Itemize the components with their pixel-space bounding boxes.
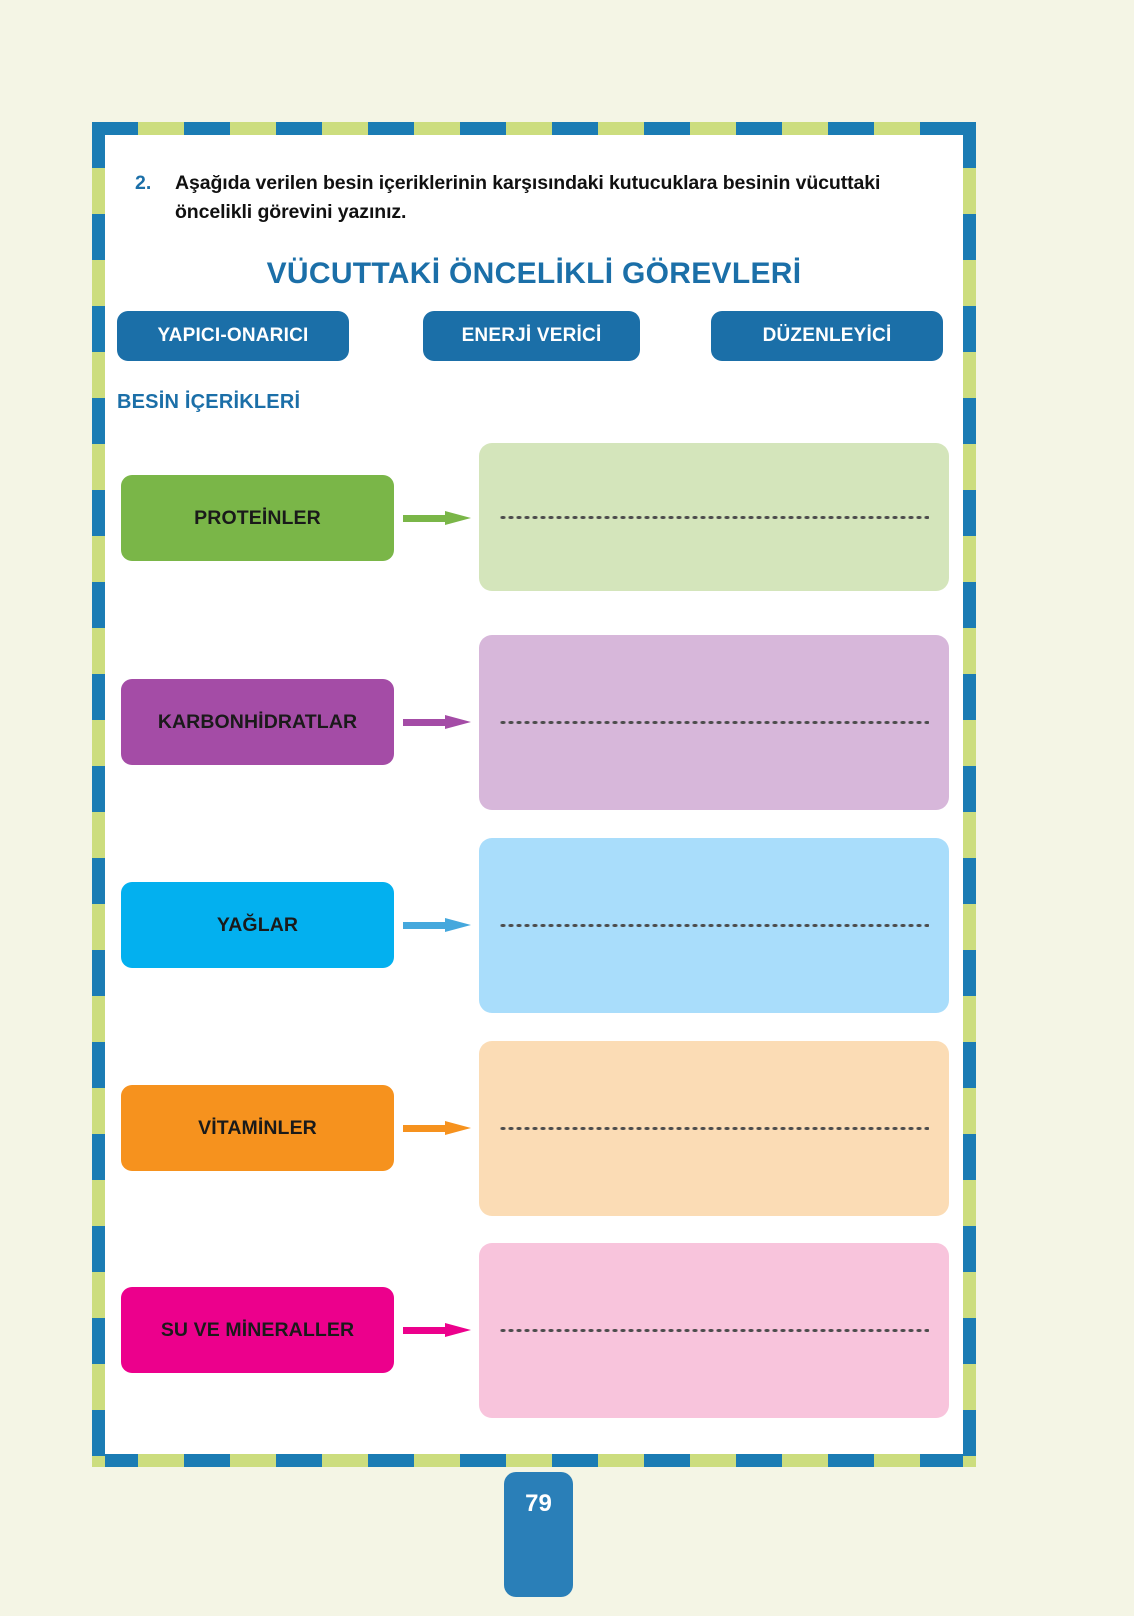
nutrient-row: YAĞLAR — [105, 838, 963, 1043]
nutrient-label-yaglar: YAĞLAR — [121, 882, 394, 968]
page-title: VÜCUTTAKİ ÖNCELİKLİ GÖREVLERİ — [266, 257, 802, 290]
question-text: Aşağıda verilen besin içeriklerinin karş… — [175, 172, 881, 224]
answer-box-karbonhidratlar[interactable] — [479, 635, 949, 810]
answer-box-yaglar[interactable] — [479, 838, 949, 1013]
arrow-icon — [403, 715, 471, 729]
decorative-dashed-frame: 2. Aşağıda verilen besin içeriklerinin k… — [92, 122, 976, 1467]
arrow-icon — [403, 1121, 471, 1135]
nutrient-row: VİTAMİNLER — [105, 1041, 963, 1246]
nutrient-row: KARBONHİDRATLAR — [105, 635, 963, 840]
nutrient-label-karbonhidratlar: KARBONHİDRATLAR — [121, 679, 394, 765]
frame-top-border — [92, 122, 976, 135]
answer-dotted-line — [499, 1328, 929, 1333]
arrow-icon — [403, 918, 471, 932]
nutrient-row: SU VE MİNERALLER — [105, 1243, 963, 1448]
frame-bottom-border — [92, 1454, 976, 1467]
answer-dotted-line — [499, 514, 929, 520]
nutrient-label-proteinler: PROTEİNLER — [121, 475, 394, 561]
worksheet-content: 2. Aşağıda verilen besin içeriklerinin k… — [105, 135, 963, 1454]
nutrient-row: PROTEİNLER — [105, 431, 963, 636]
answer-box-vitaminler[interactable] — [479, 1041, 949, 1216]
arrow-icon — [403, 1323, 471, 1337]
arrow-icon — [403, 511, 471, 525]
category-pill-duzenleyici[interactable]: DÜZENLEYİCİ — [711, 311, 943, 361]
frame-left-border — [92, 122, 105, 1467]
category-pill-enerji-verici[interactable]: ENERJİ VERİCİ — [423, 311, 640, 361]
answer-dotted-line — [499, 720, 929, 725]
question-number: 2. — [135, 172, 152, 194]
nutrient-label-su-ve-mineraller: SU VE MİNERALLER — [121, 1287, 394, 1373]
answer-dotted-line — [499, 1126, 929, 1131]
answer-dotted-line — [499, 923, 929, 928]
answer-box-proteinler[interactable] — [479, 443, 949, 591]
answer-box-su-ve-mineraller[interactable] — [479, 1243, 949, 1418]
category-pill-row: YAPICI-ONARICI ENERJİ VERİCİ DÜZENLEYİCİ — [117, 311, 955, 361]
category-pill-yapici-onarici[interactable]: YAPICI-ONARICI — [117, 311, 349, 361]
page-number-badge: 79 — [504, 1472, 573, 1597]
question-block: 2. Aşağıda verilen besin içeriklerinin k… — [135, 169, 935, 228]
frame-right-border — [963, 122, 976, 1467]
section-subtitle: BESİN İÇERİKLERİ — [117, 391, 301, 413]
nutrient-label-vitaminler: VİTAMİNLER — [121, 1085, 394, 1171]
